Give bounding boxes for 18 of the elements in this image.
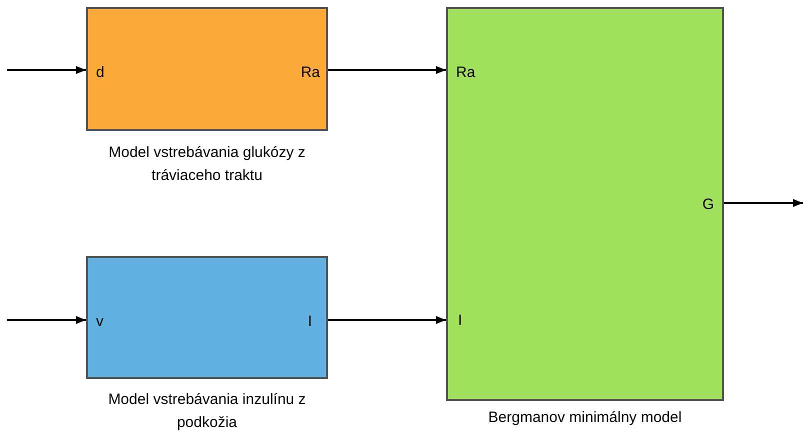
arrow [7, 316, 86, 324]
block-box [86, 256, 328, 379]
port-label: Ra [456, 64, 476, 82]
block-caption: Bergmanov minimálny model [488, 408, 682, 428]
block-caption: Model vstrebávania inzulínu z podkožia [107, 390, 307, 433]
block-box [86, 7, 328, 131]
port-label: Ra [300, 64, 320, 82]
arrow [7, 66, 86, 74]
block-box [446, 7, 724, 401]
block-caption: Model vstrebávania glukózy z tráviaceho traktu [108, 143, 306, 186]
port-label: G [702, 196, 714, 214]
arrow [328, 66, 446, 74]
port-label: I [308, 313, 312, 331]
port-label: v [96, 313, 104, 331]
port-label: I [458, 312, 462, 330]
arrow [328, 316, 446, 324]
arrow [724, 199, 803, 207]
port-label: d [96, 64, 104, 82]
